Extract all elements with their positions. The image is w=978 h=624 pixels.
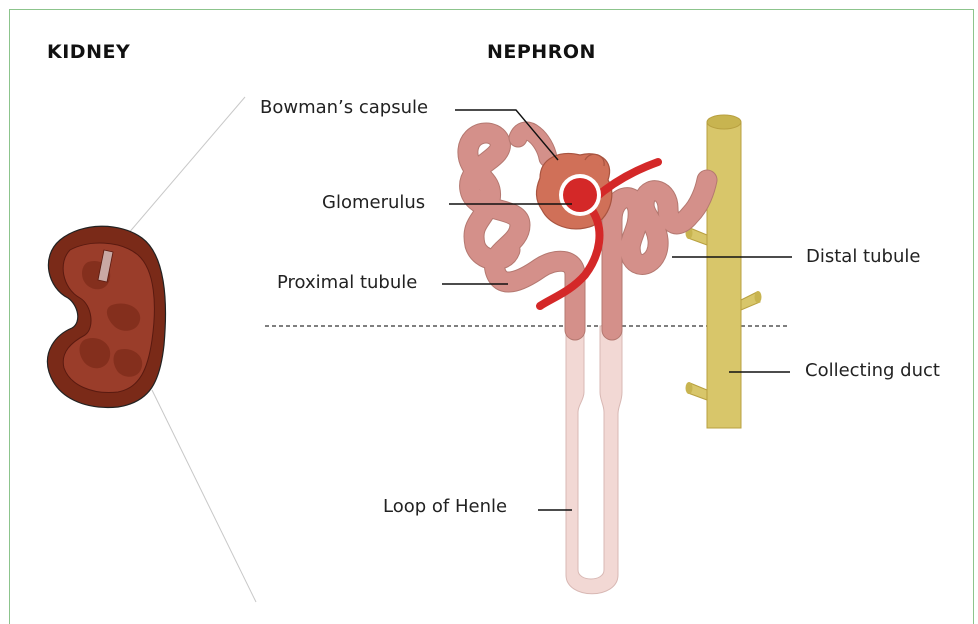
glomerulus-label: Glomerulus — [322, 194, 425, 212]
distal-tubule-label: Distal tubule — [806, 248, 920, 266]
zoom-line-top — [127, 97, 245, 235]
glomerulus-shape — [559, 174, 601, 216]
loop-of-henle-label: Loop of Henle — [383, 498, 507, 516]
kidney-illustration — [47, 226, 165, 407]
bowmans-capsule-label: Bowman’s capsule — [260, 99, 428, 117]
collecting-duct-shape — [686, 115, 762, 428]
nephron-heading: NEPHRON — [487, 41, 596, 63]
kidney-heading: KIDNEY — [47, 41, 130, 63]
loop-of-henle-shape — [566, 326, 622, 594]
zoom-line-bottom — [152, 390, 256, 602]
proximal-tubule-label: Proximal tubule — [277, 274, 417, 292]
collecting-duct-label: Collecting duct — [805, 362, 940, 380]
